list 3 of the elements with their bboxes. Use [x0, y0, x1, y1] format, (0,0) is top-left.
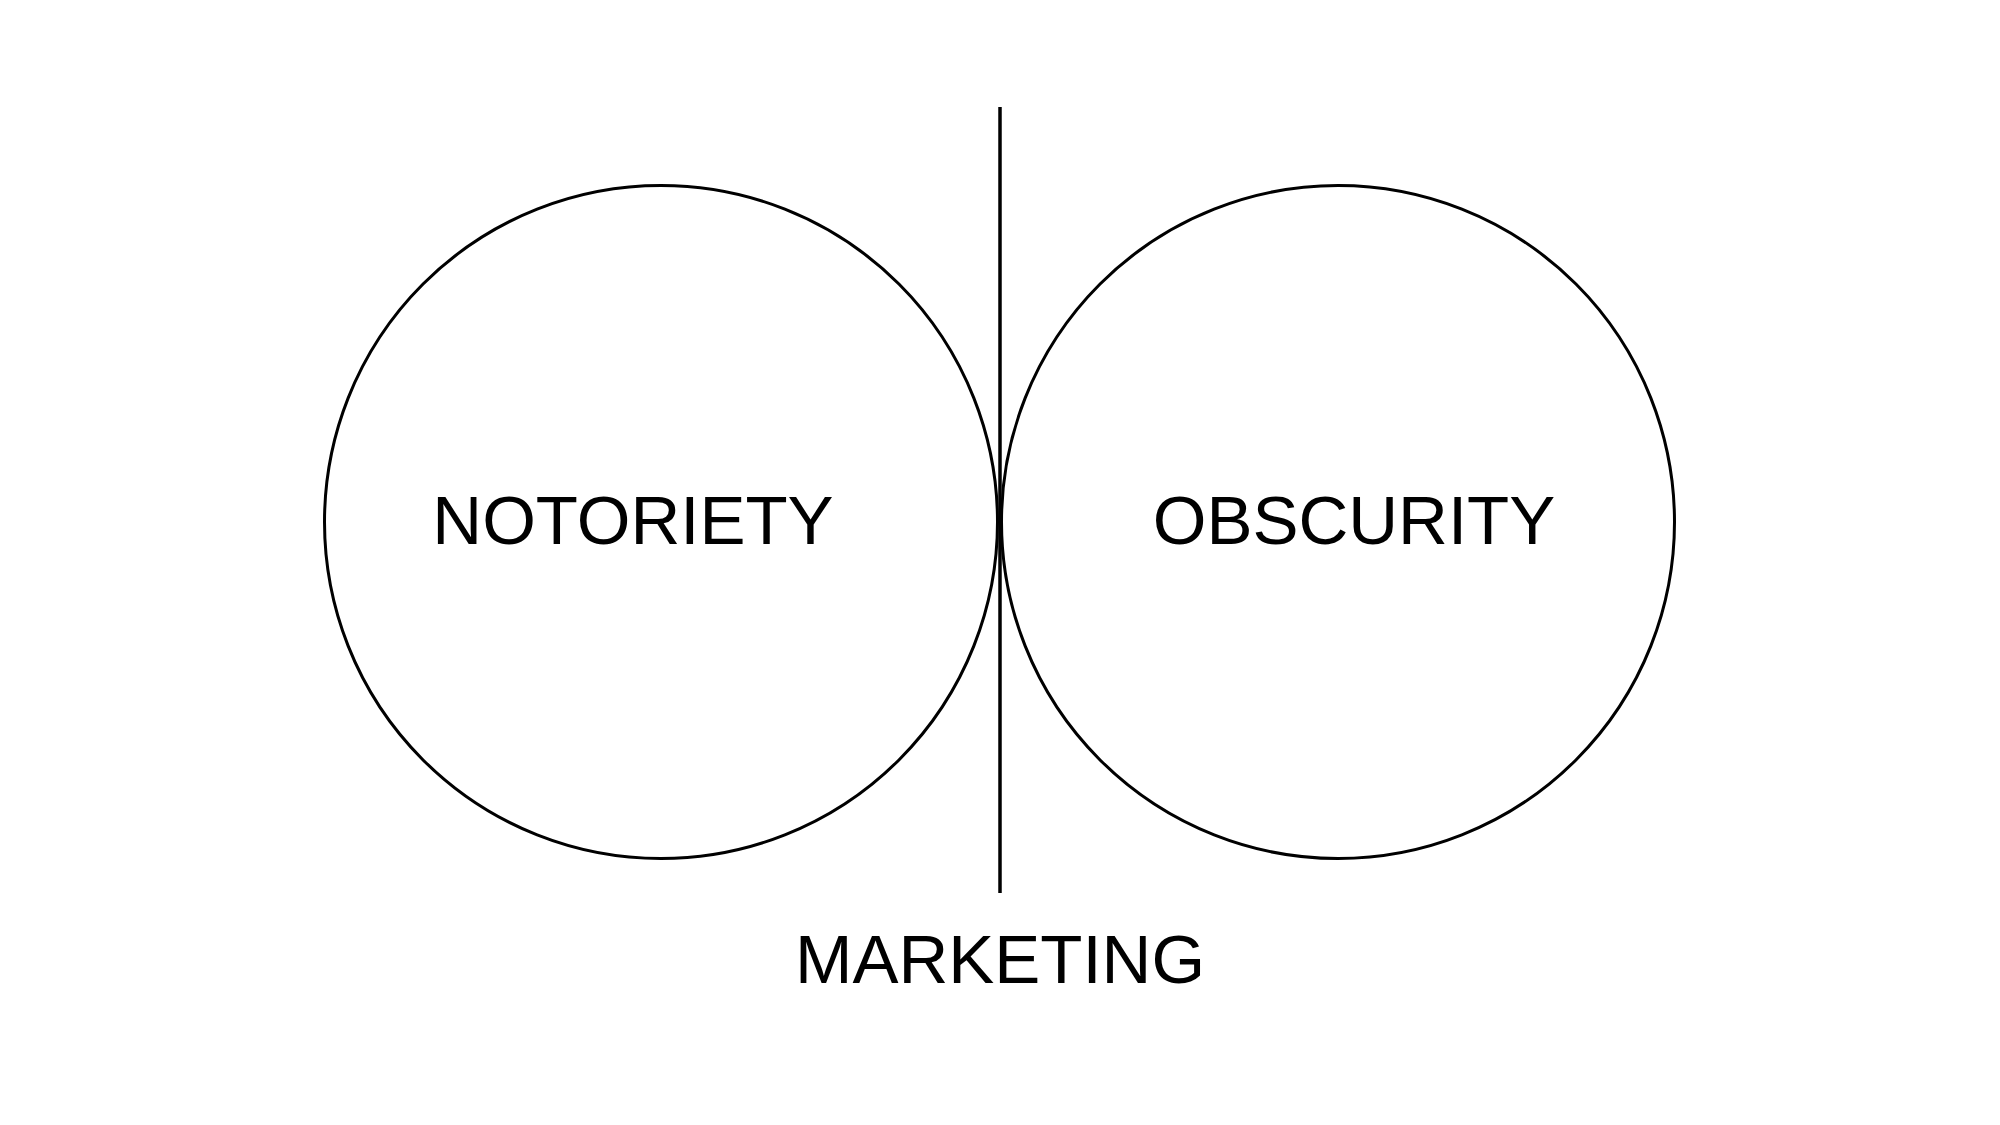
- circle-label: NOTORIETY: [432, 486, 834, 555]
- caption-label: MARKETING: [794, 925, 1206, 994]
- circle-label: OBSCURITY: [1152, 486, 1556, 555]
